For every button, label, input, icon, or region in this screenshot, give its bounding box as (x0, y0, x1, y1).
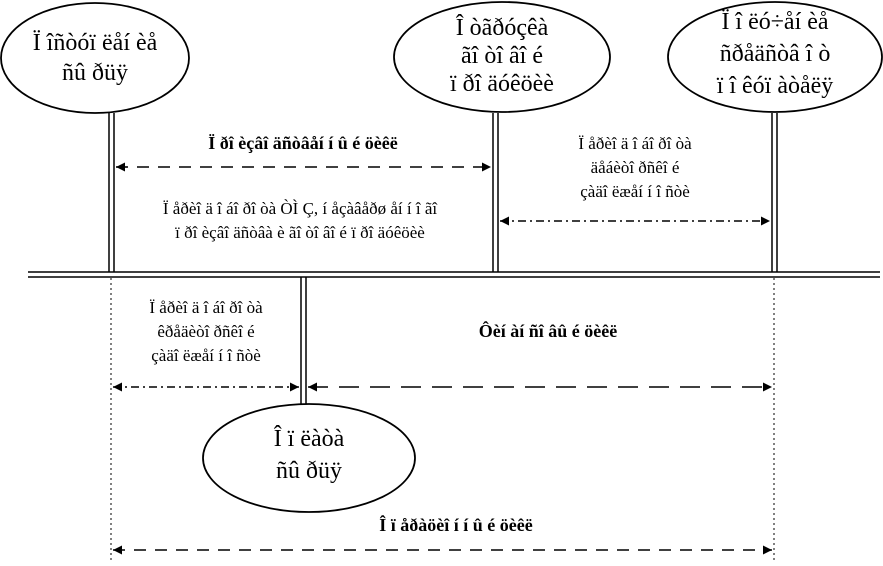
node-receipt-line-2: ñðåäñòâ î ò (720, 41, 831, 67)
node-receipt-line-3: ï î êóï àòåëÿ (716, 73, 834, 99)
node-receipt-line-1: Ï î ëó÷åí èå (721, 9, 828, 35)
node-supply-line-2: ñû ðüÿ (62, 60, 128, 86)
event-marker-supply (108, 113, 115, 272)
label-payables-line-1: Ï åðèî ä î áî ðî òà (149, 298, 263, 317)
label-receivables-line-1: Ï åðèî ä î áî ðî òà (578, 134, 692, 153)
label-payables-line-2: êðåäèòî ðñêî é (157, 322, 254, 341)
node-transport: Î òãðóçêà ãî òî âî é ï ðî äóêöèè (393, 1, 611, 113)
label-material-stay-line-2: ï ðî èçâî äñòâà è ãî òî âî é ï ðî äóêöèè (174, 223, 425, 242)
timeline (28, 271, 880, 278)
node-supply: Ï îñòóï ëåí èå ñû ðüÿ (0, 2, 190, 114)
node-payment: Î ï ëàòà ñû ðüÿ (202, 403, 416, 513)
label-operating-cycle: Î ï åðàöèî í í û é öèêë (379, 514, 532, 535)
label-material-stay-line-1: Ï åðèî ä î áî ðî òà ÒÌ Ç, í åçàâåðø åí í… (163, 199, 439, 218)
label-production-cycle: Ï ðî èçâî äñòâåí í û é öèêë (208, 133, 397, 153)
node-payment-line-1: Î ï ëàòà (274, 426, 345, 452)
node-transport-line-3: ï ðî äóêöèè (449, 71, 554, 97)
node-transport-line-1: Î òãðóçêà (456, 15, 549, 41)
event-marker-transport (492, 113, 499, 272)
label-receivables-line-2: äåáèòî ðñêî é (591, 158, 680, 177)
node-receipt: Ï î ëó÷åí èå ñðåäñòâ î ò ï î êóï àòåëÿ (667, 1, 883, 113)
node-payment-line-2: ñû ðüÿ (276, 458, 342, 484)
label-receivables-line-3: çàäî ëæåí í î ñòè (580, 182, 690, 201)
label-payables-line-3: çàäî ëæåí í î ñòè (151, 346, 261, 365)
label-financial-cycle: Ôèí àí ñî âû é öèêë (479, 320, 617, 341)
node-supply-line-1: Ï îñòóï ëåí èå (33, 30, 158, 56)
node-transport-line-2: ãî òî âî é (461, 43, 543, 69)
event-marker-receipt (771, 113, 778, 272)
event-marker-payment (300, 277, 307, 413)
